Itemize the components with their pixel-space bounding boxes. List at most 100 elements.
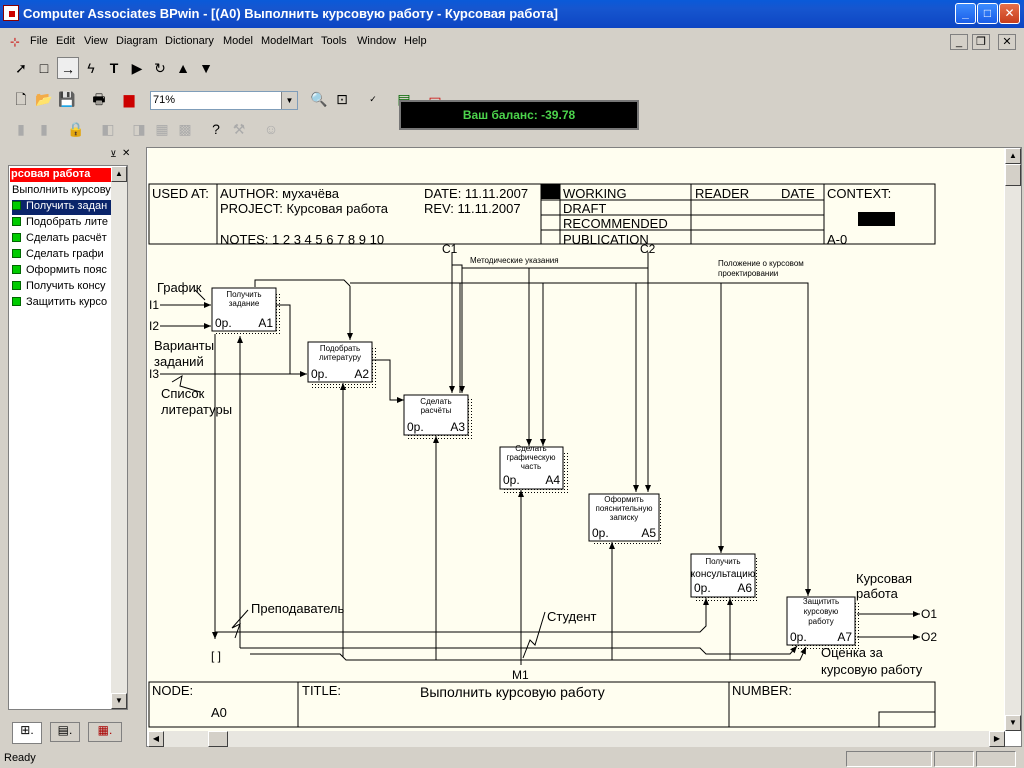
menu-tools[interactable]: Tools xyxy=(321,35,347,47)
arrow-tool-icon[interactable]: → xyxy=(57,57,79,79)
box-tool-icon[interactable]: □ xyxy=(39,60,49,76)
rotate-icon[interactable]: ↻ xyxy=(154,60,166,76)
go-up-icon[interactable]: ▲ xyxy=(176,60,190,76)
box-a6[interactable]: Получить консультацию 0р. A6 xyxy=(690,553,759,601)
tree-root[interactable]: рсовая работа xyxy=(10,168,111,182)
new-file-icon[interactable]: 🗋 xyxy=(15,91,27,107)
spell-check-icon[interactable]: ✓ xyxy=(369,94,377,104)
tree-scrollbar[interactable]: ▲ ▼ xyxy=(111,166,127,709)
tab-activities[interactable]: ⊞. xyxy=(12,722,42,744)
menu-edit[interactable]: Edit xyxy=(56,35,75,47)
tab-diagrams[interactable]: ▤. xyxy=(50,722,80,742)
canvas-scroll-down-icon[interactable]: ▼ xyxy=(1005,715,1021,731)
arrow-prepod-a6[interactable] xyxy=(215,598,709,633)
close-button[interactable]: ✕ xyxy=(999,3,1020,24)
arrow-a1-top[interactable] xyxy=(254,279,351,287)
menu-diagram[interactable]: Diagram xyxy=(116,35,158,47)
tree-parent[interactable]: Выполнить курсову xyxy=(12,184,111,196)
zoom-in-icon[interactable]: 🔍 xyxy=(310,91,328,107)
mm-help-icon[interactable]: ? xyxy=(212,121,220,137)
mm-grid-icon[interactable]: ▩ xyxy=(178,121,192,137)
chevron-down-icon[interactable]: ▼ xyxy=(281,92,297,109)
menu-view[interactable]: View xyxy=(84,35,108,47)
label-student: Студент xyxy=(547,609,597,624)
box-a2-id: A2 xyxy=(354,367,369,381)
box-a1-line1: Получить xyxy=(226,290,261,299)
canvas-vscrollbar[interactable]: ▲ ▼ xyxy=(1005,148,1021,731)
mm-users-icon[interactable]: ☺ xyxy=(263,121,279,137)
status-panel-1 xyxy=(846,751,932,767)
mm-disconnect-icon[interactable]: ▮ xyxy=(40,121,48,137)
scroll-down-icon[interactable]: ▼ xyxy=(111,693,127,709)
number-label: NUMBER: xyxy=(732,683,792,698)
box-a3[interactable]: Сделать расчёты 0р. A3 xyxy=(403,394,472,439)
mdi-restore-button[interactable]: ❐ xyxy=(972,34,990,50)
zoom-select[interactable]: 71% ▼ xyxy=(150,91,298,110)
squiggle-tool-icon[interactable]: ϟ xyxy=(87,60,95,76)
arrow-prepod-a7[interactable] xyxy=(240,645,798,655)
tree-item-a2[interactable]: Подобрать лите xyxy=(12,216,112,231)
menu-file[interactable]: File xyxy=(30,35,48,47)
box-a7[interactable]: Защитить курсовую работу 0р. A7 xyxy=(786,596,859,649)
go-down-icon[interactable]: ▼ xyxy=(199,60,213,76)
text-tool-icon[interactable]: T xyxy=(109,60,119,76)
panel-dock-icon[interactable]: ⊻ xyxy=(110,149,117,159)
canvas-hscrollbar[interactable]: ◀ ▶ xyxy=(148,731,1005,747)
tree-item-a5[interactable]: Оформить пояс xyxy=(12,264,112,279)
minimize-button[interactable]: _ xyxy=(955,3,976,24)
lock-icon[interactable]: 🔒 xyxy=(67,121,85,137)
open-folder-icon[interactable]: 📂 xyxy=(35,91,53,107)
arrow-a2-a3[interactable] xyxy=(370,359,404,403)
box-a4[interactable]: Сделать графическую часть 0р. A4 xyxy=(499,444,568,494)
label-polozh-2: проектировании xyxy=(718,269,778,278)
box-a1[interactable]: Получить задание 0р. A1 xyxy=(211,287,280,335)
mdi-minimize-button[interactable]: _ xyxy=(950,34,968,50)
app-icon[interactable] xyxy=(3,5,19,21)
tree-item-a6[interactable]: Получить консу xyxy=(12,280,112,295)
zoom-fit-icon[interactable]: ⊡ xyxy=(336,91,348,107)
box-a3-line2: расчёты xyxy=(421,406,452,415)
mm-save-icon[interactable]: ◨ xyxy=(132,121,146,137)
arrow-polozh-a7[interactable] xyxy=(350,282,811,596)
box-a7-line2: курсовую xyxy=(804,607,839,616)
arrow-m1-a7[interactable] xyxy=(520,646,807,661)
scroll-up-icon[interactable]: ▲ xyxy=(111,166,127,182)
menu-model[interactable]: Model xyxy=(223,35,253,47)
mdi-close-button[interactable]: ✕ xyxy=(998,34,1016,50)
mm-report-icon[interactable]: ▦ xyxy=(155,121,169,137)
menu-dictionary[interactable]: Dictionary xyxy=(165,35,214,47)
save-icon[interactable]: 💾 xyxy=(58,91,76,107)
menu-window[interactable]: Window xyxy=(357,35,397,47)
panel-close-icon[interactable]: ✕ xyxy=(122,148,131,159)
mm-connect-icon[interactable]: ▮ xyxy=(17,121,25,137)
box-a5[interactable]: Оформить пояснительную записку 0р. A5 xyxy=(588,493,663,545)
print-icon[interactable]: 🖶 xyxy=(92,91,106,107)
menu-modelmart[interactable]: ModelMart xyxy=(261,35,313,47)
diagram-canvas[interactable]: USED AT: AUTHOR: мухачёва PROJECT: Курсо… xyxy=(148,148,1004,731)
tree-item-a7[interactable]: Защитить курсо xyxy=(12,296,112,311)
canvas-vscroll-thumb[interactable] xyxy=(1005,164,1021,186)
tree-item-a3[interactable]: Сделать расчёт xyxy=(12,232,112,247)
maximize-button[interactable]: □ xyxy=(977,3,998,24)
arrow-c1-a3b[interactable] xyxy=(452,264,465,393)
mm-tools-icon[interactable]: ⚒ xyxy=(232,121,246,137)
arrow-m1-main[interactable] xyxy=(250,653,520,661)
play-icon[interactable]: ▶ xyxy=(131,60,143,76)
arrow-metod-a4[interactable] xyxy=(462,267,532,446)
activities-tab-icon: ⊞ xyxy=(20,723,31,737)
tree-item-a4[interactable]: Сделать графи xyxy=(12,248,112,263)
tree-item-a1[interactable]: Получить задан xyxy=(12,200,112,215)
box-a7-id: A7 xyxy=(837,630,852,644)
doc-icon[interactable]: ⊹ xyxy=(10,35,21,49)
canvas-hscroll-thumb[interactable] xyxy=(208,731,228,747)
box-a2[interactable]: Подобрать литературу 0р. A2 xyxy=(307,341,376,389)
tab-objects[interactable]: ▦. xyxy=(88,722,122,742)
canvas-scroll-up-icon[interactable]: ▲ xyxy=(1005,148,1021,164)
menu-help[interactable]: Help xyxy=(404,35,427,47)
canvas-scroll-right-icon[interactable]: ▶ xyxy=(989,731,1005,747)
canvas-scroll-left-icon[interactable]: ◀ xyxy=(148,731,164,747)
pointer-tool-icon[interactable]: ➚ xyxy=(15,60,27,76)
mm-open-icon[interactable]: ◧ xyxy=(101,121,115,137)
color-icon[interactable]: ▆ xyxy=(123,91,135,107)
box-a5-line3: записку xyxy=(610,513,639,522)
